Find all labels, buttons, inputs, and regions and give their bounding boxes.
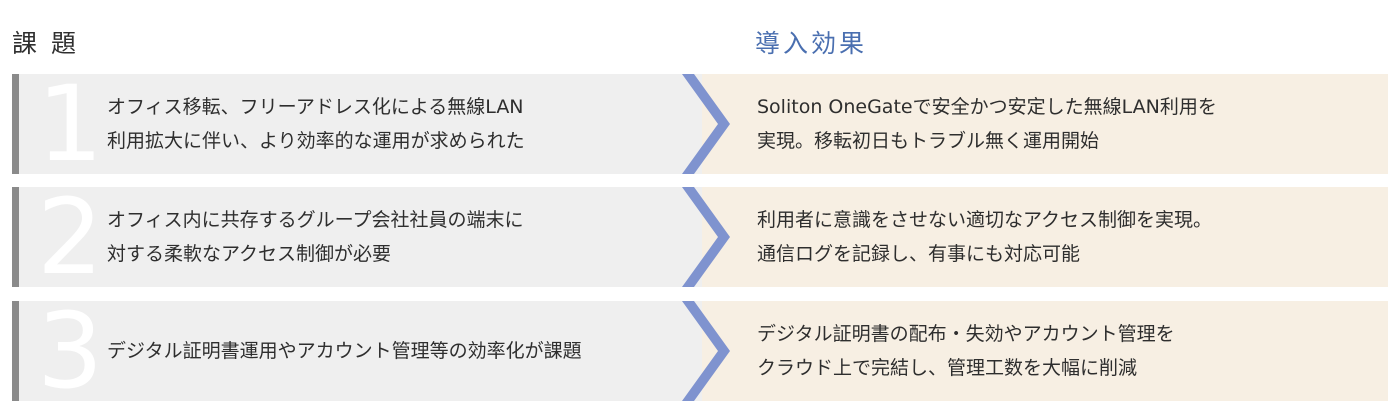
issue-line: 利用拡大に伴い、より効率的な運用が求められた <box>107 130 525 152</box>
issue-panel: 3 デジタル証明書運用やアカウント管理等の効率化が課題 <box>12 290 702 412</box>
effect-panel: Soliton OneGateで安全かつ安定した無線LAN利用を 実現。移転初日… <box>702 74 1388 174</box>
issue-line: オフィス移転、フリーアドレス化による無線LAN <box>107 96 524 118</box>
effect-line: Soliton OneGateで安全かつ安定した無線LAN利用を <box>757 96 1217 118</box>
row-number: 3 <box>37 290 104 412</box>
issue-line: オフィス内に共存するグループ会社社員の端末に <box>107 209 524 231</box>
issue-text: オフィス内に共存するグループ会社社員の端末に 対する柔軟なアクセス制御が必要 <box>107 203 523 271</box>
effect-line: クラウド上で完結し、管理工数を大幅に削減 <box>757 357 1138 379</box>
effect-line: 通信ログを記録し、有事にも対応可能 <box>757 243 1081 265</box>
effect-panel: 利用者に意識をさせない適切なアクセス制御を実現。 通信ログを記録し、有事にも対応… <box>702 187 1388 287</box>
effect-panel: デジタル証明書の配布・失効やアカウント管理を クラウド上で完結し、管理工数を大幅… <box>702 301 1388 401</box>
chevron-right-icon <box>682 301 742 401</box>
effect-line: デジタル証明書の配布・失効やアカウント管理を <box>757 323 1175 345</box>
issue-effect-row-1: 1 オフィス移転、フリーアドレス化による無線LAN 利用拡大に伴い、より効率的な… <box>12 63 1388 185</box>
effect-line: 利用者に意識をさせない適切なアクセス制御を実現。 <box>757 209 1213 231</box>
effect-line: 実現。移転初日もトラブル無く運用開始 <box>757 130 1100 152</box>
issue-panel: 1 オフィス移転、フリーアドレス化による無線LAN 利用拡大に伴い、より効率的な… <box>12 63 702 185</box>
issue-effect-row-2: 2 オフィス内に共存するグループ会社社員の端末に 対する柔軟なアクセス制御が必要… <box>12 176 1388 298</box>
issue-text: デジタル証明書運用やアカウント管理等の効率化が課題 <box>107 334 582 368</box>
issue-line: デジタル証明書運用やアカウント管理等の効率化が課題 <box>107 340 582 362</box>
issues-heading: 課題 <box>12 29 91 58</box>
chevron-right-icon <box>682 187 742 287</box>
effects-heading: 導入効果 <box>755 29 868 58</box>
issue-line: 対する柔軟なアクセス制御が必要 <box>107 243 392 265</box>
effect-text: Soliton OneGateで安全かつ安定した無線LAN利用を 実現。移転初日… <box>757 90 1217 158</box>
row-number: 1 <box>37 63 104 185</box>
row-number: 2 <box>37 176 104 298</box>
effect-text: デジタル証明書の配布・失効やアカウント管理を クラウド上で完結し、管理工数を大幅… <box>757 317 1175 385</box>
issue-panel: 2 オフィス内に共存するグループ会社社員の端末に 対する柔軟なアクセス制御が必要 <box>12 176 702 298</box>
effect-text: 利用者に意識をさせない適切なアクセス制御を実現。 通信ログを記録し、有事にも対応… <box>757 203 1212 271</box>
chevron-right-icon <box>682 74 742 174</box>
issue-text: オフィス移転、フリーアドレス化による無線LAN 利用拡大に伴い、より効率的な運用… <box>107 90 525 158</box>
issue-effect-row-3: 3 デジタル証明書運用やアカウント管理等の効率化が課題 デジタル証明書の配布・失… <box>12 290 1388 412</box>
